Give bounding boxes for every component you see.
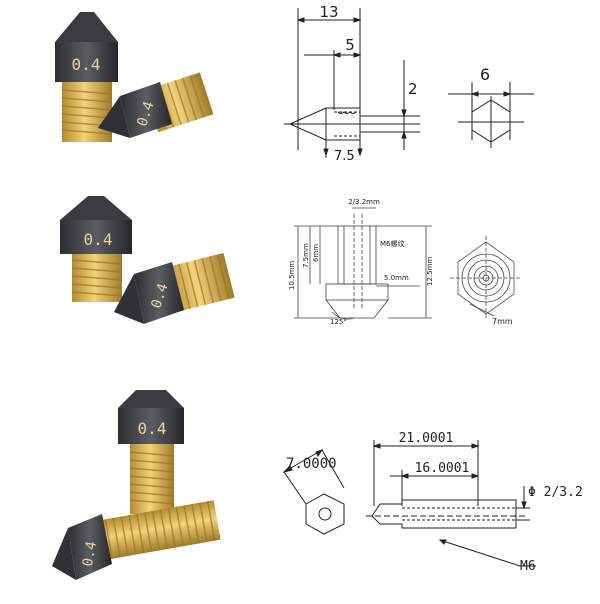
- row-3: 0.4 0.4 7.0000: [0, 384, 600, 600]
- dim-2: 2: [408, 80, 418, 98]
- dim-bore: 2/3.2mm: [348, 198, 380, 206]
- dim-10-5: 10.5mm: [288, 261, 296, 290]
- dim-7-5: 7.5mm: [302, 243, 310, 268]
- nozzle-vertical: 0.4: [118, 384, 184, 514]
- drawing-row-2: 2/3.2mm M6螺纹 10.5mm 7.5mm 6mm 5.0mm: [280, 190, 600, 390]
- nozzle-mark: 0.4: [148, 281, 171, 310]
- nozzle-lying: 0.4: [52, 500, 221, 580]
- nozzle-vertical: 0.4: [60, 196, 132, 302]
- dim-6: 6mm: [312, 244, 320, 262]
- dim-7: 7mm: [492, 317, 513, 326]
- dim-thread: M6螺纹: [380, 239, 405, 248]
- nozzle-photo-3: 0.4 0.4: [52, 384, 221, 580]
- dim-12-5: 12.5mm: [426, 257, 434, 286]
- drawing-row-3: 7.0000 21.0001 16.0001: [280, 390, 600, 600]
- dim-5: 5.0mm: [384, 274, 409, 282]
- nozzle-photo-2: 0.4 0.4: [60, 196, 235, 324]
- dim-21: 21.0001: [399, 431, 454, 446]
- dim-13: 13: [319, 3, 338, 21]
- nozzle-photo-1: 0.4 0.4: [55, 12, 214, 142]
- photo-row-3: 0.4 0.4: [0, 384, 280, 600]
- dim-16: 16.0001: [415, 461, 470, 476]
- nozzle-lying: 0.4: [98, 72, 214, 138]
- row-2: 0.4 0.4 2/3.2mm: [0, 190, 600, 390]
- nozzle-mark: 0.4: [134, 99, 157, 128]
- dim-bore: Φ 2/3.2: [528, 485, 583, 500]
- nozzle-mark: 0.4: [84, 230, 113, 249]
- technical-drawing-2: 2/3.2mm M6螺纹 10.5mm 7.5mm 6mm 5.0mm: [288, 198, 522, 326]
- nozzle-mark: 0.4: [80, 540, 100, 568]
- dim-6: 6: [480, 65, 490, 84]
- photo-row-1: 0.4 0.4: [0, 0, 280, 200]
- photo-row-2: 0.4 0.4: [0, 190, 280, 390]
- dim-7: 7.0000: [286, 456, 337, 472]
- dim-angle: 125°: [330, 318, 347, 326]
- technical-drawing-3: 7.0000 21.0001 16.0001: [282, 431, 583, 574]
- dim-7-5: 7.5: [334, 149, 355, 164]
- nozzle-vertical: 0.4: [55, 12, 118, 142]
- dim-5: 5: [345, 36, 355, 54]
- technical-drawing-1: 13 5 2 7.5: [284, 3, 534, 164]
- nozzle-mark: 0.4: [138, 419, 167, 438]
- drawing-row-1: 13 5 2 7.5: [280, 0, 600, 200]
- row-1: 0.4 0.4: [0, 0, 600, 200]
- nozzle-mark: 0.4: [72, 55, 101, 74]
- nozzle-lying: 0.4: [114, 252, 235, 324]
- dim-m6: M6: [520, 559, 536, 574]
